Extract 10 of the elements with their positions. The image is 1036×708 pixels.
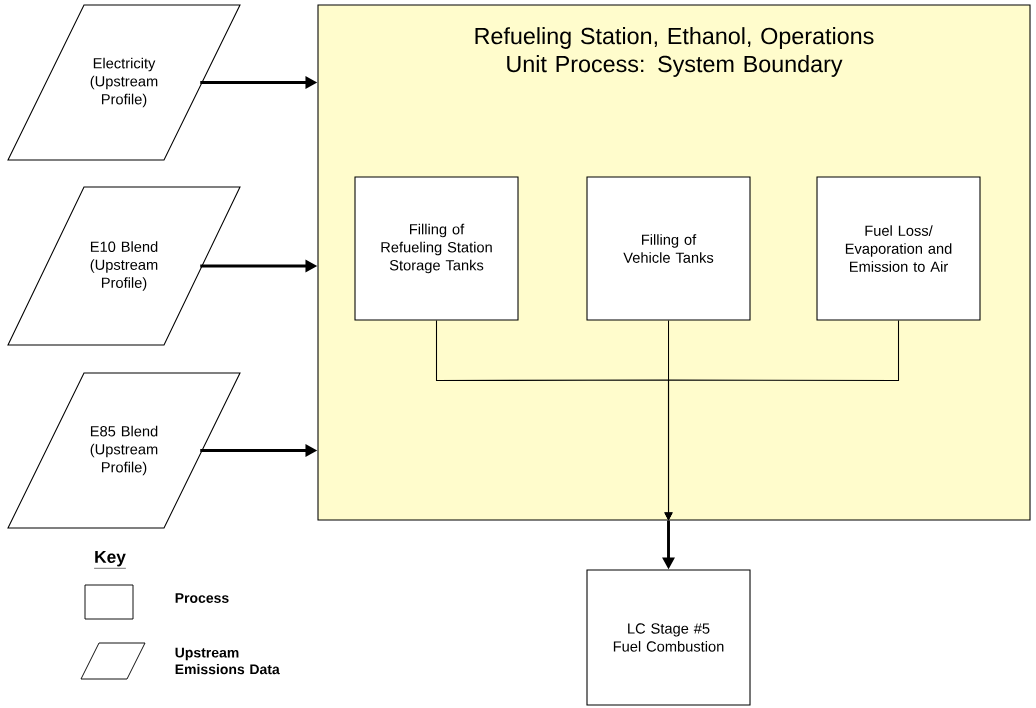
legend-text: Upstream Emissions Data bbox=[175, 647, 280, 675]
process-box: LC Stage #5 Fuel Combustion bbox=[586, 569, 751, 706]
legend-text: Process bbox=[175, 593, 229, 603]
data-parallelogram: E85 Blend (Upstream Profile) bbox=[7, 372, 241, 529]
process-box: Fuel Loss/ Evaporation and Emission to Air bbox=[816, 176, 981, 321]
data-parallelogram: Electricity (Upstream Profile) bbox=[7, 4, 241, 161]
data-parallelogram: E10 Blend (Upstream Profile) bbox=[7, 186, 241, 346]
process-box: Filling of Refueling Station Storage Tanks bbox=[354, 176, 519, 321]
key-heading: Key bbox=[93, 550, 127, 569]
process-box: Filling of Vehicle Tanks bbox=[586, 176, 751, 321]
